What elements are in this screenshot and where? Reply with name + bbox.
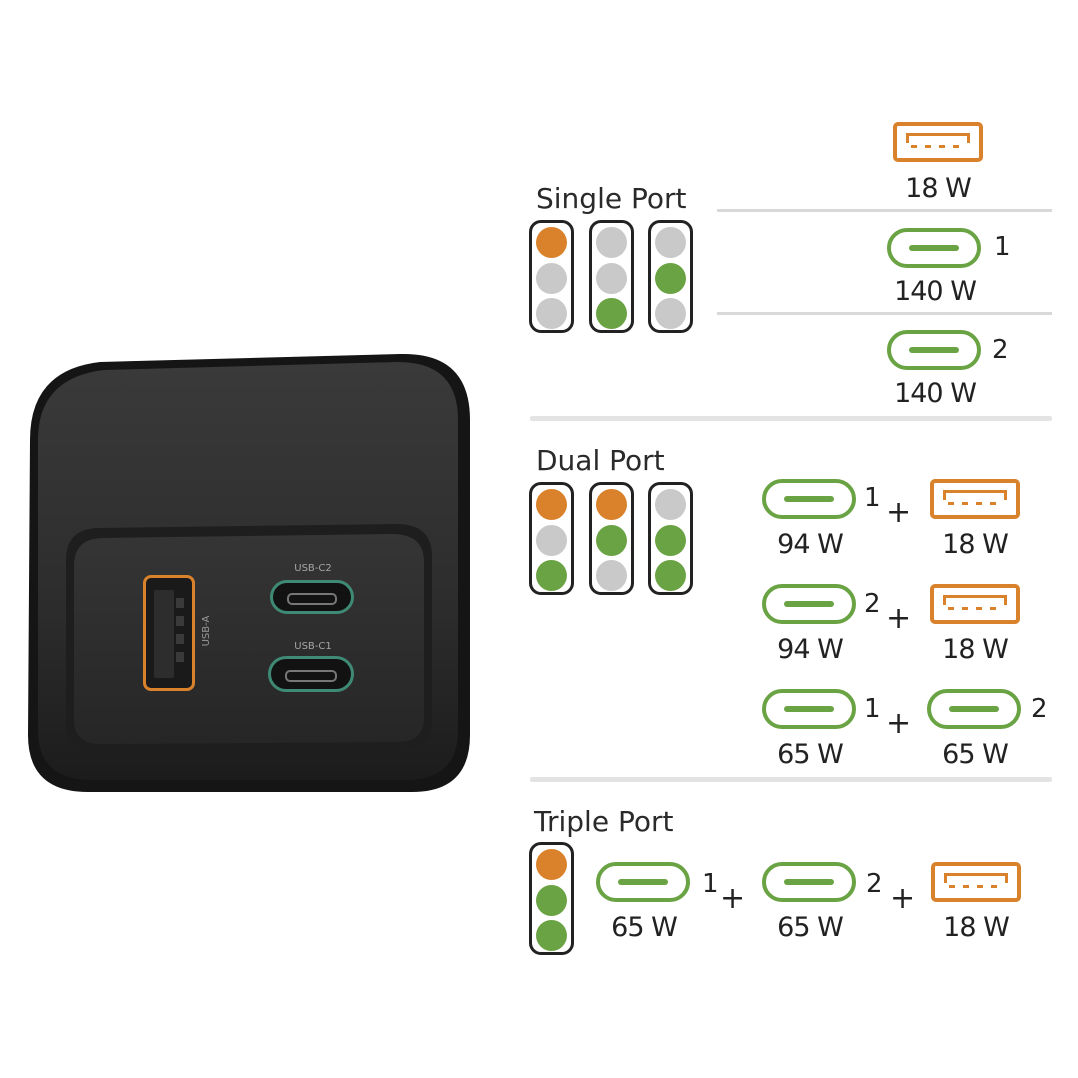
dual-row2-left-number: 2: [864, 589, 881, 619]
triple-c2-number: 2: [866, 869, 883, 899]
single-indicator-usb-c2: [648, 220, 693, 333]
usb-a-icon: [930, 584, 1020, 624]
triple-c1-power: 65 W: [611, 912, 678, 943]
section-separator: [530, 777, 1052, 782]
usb-c1-port[interactable]: [268, 656, 354, 692]
dual-row2-left-power: 94 W: [777, 634, 844, 665]
usb-a-port-label: USB-A: [201, 615, 212, 647]
single-usb-a-power: 18 W: [905, 173, 972, 204]
dual-row3-left-number: 1: [864, 694, 881, 724]
led-off: [596, 227, 627, 258]
usb-a-port-contacts: [176, 598, 184, 670]
led-off: [596, 560, 627, 591]
usb-c2-port-label: USB-C2: [294, 563, 332, 574]
led-green: [536, 920, 567, 951]
led-off: [536, 525, 567, 556]
usb-a-icon: [893, 122, 983, 162]
triple-a-power: 18 W: [943, 912, 1010, 943]
dual-indicator-c1-c2: [648, 482, 693, 595]
led-off: [536, 298, 567, 329]
section-separator: [530, 416, 1052, 421]
single-indicator-usb-a: [529, 220, 574, 333]
single-indicator-usb-c1: [589, 220, 634, 333]
dual-row3-right-power: 65 W: [942, 739, 1009, 770]
single-usb-c1-power: 140 W: [894, 276, 977, 307]
led-off: [655, 227, 686, 258]
usb-c-icon: [927, 689, 1021, 729]
led-green: [536, 885, 567, 916]
usb-c1-port-slot: [285, 670, 337, 682]
led-off: [536, 263, 567, 294]
single-usb-c1-number: 1: [994, 232, 1011, 262]
dual-row1-right-power: 18 W: [942, 529, 1009, 560]
dual-indicator-a-c1: [529, 482, 574, 595]
led-off: [596, 263, 627, 294]
usb-c-icon: [762, 584, 856, 624]
usb-c-icon: [762, 689, 856, 729]
usb-c-icon: [887, 330, 981, 370]
plus-sign: +: [886, 601, 912, 636]
charger-illustration: [28, 353, 470, 792]
dual-indicator-a-c2: [589, 482, 634, 595]
led-orange: [536, 849, 567, 880]
led-green: [655, 560, 686, 591]
plus-sign: +: [890, 881, 916, 916]
led-green: [596, 298, 627, 329]
plus-sign: +: [886, 706, 912, 741]
triple-c2-power: 65 W: [777, 912, 844, 943]
plus-sign: +: [886, 495, 912, 530]
row-divider: [717, 209, 1052, 212]
led-orange: [536, 489, 567, 520]
led-green: [596, 525, 627, 556]
usb-a-port-tongue: [154, 590, 174, 678]
usb-c-icon: [596, 862, 690, 902]
single-usb-c2-number: 2: [992, 335, 1009, 365]
single-port-title: Single Port: [536, 182, 687, 215]
dual-port-title: Dual Port: [536, 444, 665, 477]
triple-c1-number: 1: [702, 869, 719, 899]
usb-a-port[interactable]: [143, 575, 195, 691]
usb-c2-port[interactable]: [270, 580, 354, 614]
usb-c1-port-label: USB-C1: [294, 641, 332, 652]
led-orange: [596, 489, 627, 520]
row-divider: [717, 312, 1052, 315]
led-off: [655, 298, 686, 329]
dual-row1-left-power: 94 W: [777, 529, 844, 560]
led-off: [655, 489, 686, 520]
led-green: [655, 263, 686, 294]
led-green: [655, 525, 686, 556]
usb-a-icon: [930, 479, 1020, 519]
dual-row3-right-number: 2: [1031, 694, 1048, 724]
usb-c2-port-slot: [287, 593, 337, 605]
triple-indicator: [529, 842, 574, 955]
single-usb-c2-power: 140 W: [894, 378, 977, 409]
led-green: [536, 560, 567, 591]
dual-row1-left-number: 1: [864, 483, 881, 513]
led-orange: [536, 227, 567, 258]
dual-row3-left-power: 65 W: [777, 739, 844, 770]
usb-c-icon: [762, 479, 856, 519]
usb-c-icon: [887, 228, 981, 268]
plus-sign: +: [720, 881, 746, 916]
usb-a-icon: [931, 862, 1021, 902]
triple-port-title: Triple Port: [534, 805, 674, 838]
dual-row2-right-power: 18 W: [942, 634, 1009, 665]
usb-c-icon: [762, 862, 856, 902]
